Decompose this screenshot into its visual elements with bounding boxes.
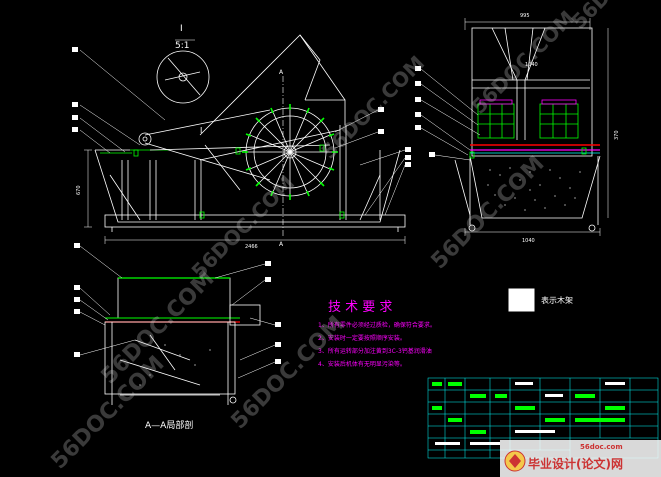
- tech-item-1: 1、所有零件必须经过质检，确保符合要求。: [318, 321, 436, 329]
- watermark-2: 56DOC.COM: [227, 311, 350, 434]
- detail-scale-label: 5:1: [175, 41, 189, 51]
- section-title: A—A局部剖: [145, 419, 193, 431]
- dim-side-bottom-width: 1040: [522, 238, 535, 244]
- dim-side-height: 370: [614, 130, 620, 140]
- front-leaders: [79, 49, 406, 216]
- title-block-fills: [432, 382, 625, 434]
- section-mark-top: A: [279, 69, 284, 76]
- brand-small-url: 56doc.com: [580, 443, 623, 451]
- front-hopper: [199, 34, 321, 136]
- side-view: [454, 18, 609, 236]
- legend-swatch: [508, 288, 535, 312]
- brand-badge: 56doc.com 毕业设计(论文)网: [500, 440, 661, 477]
- section-lower-tank: [104, 321, 236, 395]
- watermark-8: 56DOC.COM: [567, 0, 661, 34]
- detail-roman-label: I: [180, 24, 183, 34]
- dim-front-height: 670: [76, 185, 82, 195]
- front-wheel-paddles: [242, 104, 338, 200]
- section-view: [104, 277, 261, 405]
- front-view: [84, 34, 406, 244]
- title-block-text-marks: [435, 382, 625, 445]
- side-tank: [469, 155, 601, 219]
- watermarks: 56DOC.COM 56DOC.COM 56DOC.COM 56DOC.COM …: [47, 0, 661, 474]
- dim-front-length: 2466: [245, 244, 258, 250]
- tech-item-3: 3、所有运转部分加注黄到3C-3钙基润滑油: [318, 347, 432, 355]
- legend-label: 表示木架: [541, 295, 573, 305]
- section-leaders: [79, 245, 276, 379]
- dim-side-mid-width: 1040: [525, 62, 538, 68]
- front-leader-tags: [72, 47, 411, 167]
- side-leader-tags: [415, 66, 435, 157]
- side-frame: [471, 27, 593, 157]
- detail-marker: I: [200, 126, 202, 135]
- tech-title: 技 术 要 求: [328, 300, 392, 315]
- side-leaders: [420, 68, 481, 161]
- watermark-4: 56DOC.COM: [427, 151, 550, 274]
- side-tank-dots: [487, 167, 581, 211]
- section-leader-tags: [74, 243, 281, 364]
- section-motor: [229, 304, 261, 326]
- watermark-5: 56DOC.COM: [467, 6, 580, 119]
- section-mark-bottom: A: [279, 241, 284, 248]
- front-tank-body: [94, 149, 401, 223]
- section-dots: [139, 344, 211, 386]
- brand-text: 毕业设计(论文)网: [528, 456, 623, 471]
- detail-circle: [156, 39, 210, 104]
- dim-side-top-width: 995: [520, 13, 530, 19]
- watermark-3: 56DOC.COM: [317, 51, 430, 164]
- tech-item-4: 4、安装后机体有无明显污染等。: [318, 360, 406, 368]
- side-crate: [477, 103, 579, 139]
- tech-item-2: 2、安装时一定要按照顺序安装。: [318, 334, 406, 342]
- front-base-frame: [104, 214, 406, 228]
